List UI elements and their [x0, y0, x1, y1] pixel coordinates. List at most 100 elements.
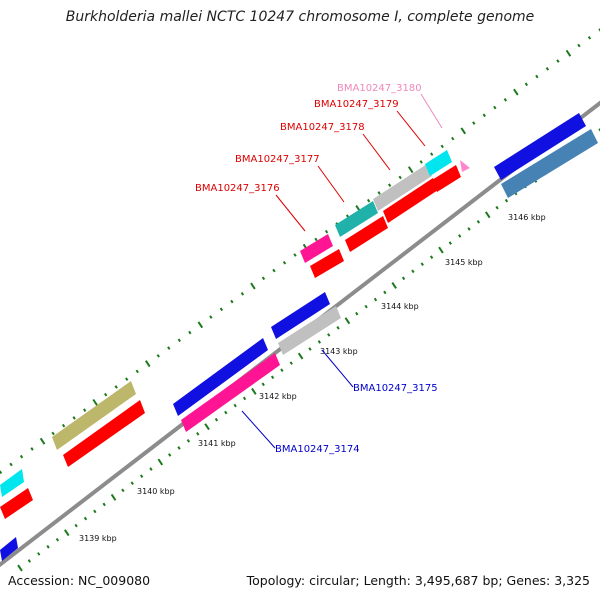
minor-tick — [149, 467, 153, 471]
label-leader-lines — [241, 93, 443, 449]
minor-tick — [324, 229, 329, 234]
tick-label: 3139 kbp — [79, 534, 117, 543]
minor-tick — [308, 347, 312, 351]
gene-label[interactable]: BMA10247_3180 — [337, 83, 422, 94]
minor-tick — [387, 183, 392, 187]
gene-feature-pink[interactable] — [300, 234, 333, 263]
minor-tick — [30, 447, 34, 451]
gene-feature-blue[interactable] — [271, 292, 330, 339]
major-tick — [92, 398, 98, 406]
major-tick — [565, 49, 572, 57]
minor-tick — [272, 268, 276, 273]
major-tick — [157, 458, 164, 466]
minor-tick — [270, 375, 275, 380]
gene-label[interactable]: BMA10247_3175 — [353, 383, 438, 394]
minor-tick — [383, 290, 387, 295]
gene-feature-gray[interactable] — [373, 164, 432, 211]
gene-feature-blue[interactable] — [173, 338, 268, 416]
minor-tick — [336, 326, 340, 330]
minor-tick — [411, 269, 415, 274]
gene-label[interactable]: BMA10247_3178 — [280, 122, 365, 133]
minor-tick — [177, 338, 181, 343]
leader-line — [321, 349, 354, 388]
gene-feature-red[interactable] — [310, 249, 344, 278]
genome-summary: Topology: circular; Length: 3,495,687 bp… — [246, 573, 590, 588]
major-tick — [250, 282, 256, 290]
gene-feature-gray[interactable] — [278, 306, 341, 355]
tick-label: 3143 kbp — [320, 347, 358, 356]
minor-tick — [242, 396, 247, 401]
gene-label[interactable]: BMA10247_3174 — [275, 444, 360, 455]
leader-line — [396, 110, 426, 147]
tick-label: 3144 kbp — [381, 302, 419, 311]
gene-feature-teal[interactable] — [335, 201, 378, 237]
minor-tick — [355, 311, 359, 316]
gene-feature-pink[interactable] — [181, 353, 280, 432]
minor-tick — [130, 481, 134, 486]
minor-tick — [93, 509, 97, 514]
gene-label[interactable]: BMA10247_3177 — [235, 154, 320, 165]
major-tick — [17, 564, 23, 572]
major-tick — [391, 281, 397, 289]
minor-tick — [196, 431, 200, 436]
minor-tick — [104, 392, 108, 397]
gene-feature-red[interactable] — [0, 488, 33, 519]
minor-tick — [458, 234, 462, 238]
gene-feature-blue[interactable] — [0, 537, 18, 561]
gene-feature-red[interactable] — [383, 178, 438, 223]
minor-tick — [219, 307, 224, 312]
minor-tick — [114, 385, 118, 389]
minor-tick — [545, 66, 550, 71]
minor-tick — [587, 35, 592, 40]
minor-tick — [448, 241, 452, 245]
leader-line — [317, 165, 345, 203]
minor-tick — [9, 462, 13, 467]
minor-tick — [524, 82, 529, 87]
minor-tick — [0, 470, 3, 475]
gene-label[interactable]: BMA10247_3179 — [314, 99, 399, 110]
minor-tick — [83, 516, 88, 521]
minor-tick — [139, 474, 144, 478]
minor-tick — [504, 198, 509, 203]
minor-tick — [224, 410, 228, 415]
minor-tick — [398, 175, 402, 180]
outer-tick-ring — [0, 28, 600, 475]
gene-feature-olive[interactable] — [52, 381, 136, 450]
minor-tick — [495, 205, 499, 210]
minor-tick — [240, 291, 245, 296]
minor-tick — [420, 262, 424, 267]
accession-label: Accession: NC_009080 — [8, 573, 151, 588]
gene-label[interactable]: BMA10247_3176 — [195, 183, 280, 194]
minor-tick — [401, 276, 406, 281]
minor-tick — [230, 299, 234, 304]
gene-feature-blue[interactable] — [494, 113, 586, 180]
minor-tick — [598, 28, 600, 32]
minor-tick — [293, 253, 297, 257]
gene-feature-cyan[interactable] — [425, 150, 452, 176]
gene-feature-lightpink[interactable] — [460, 160, 470, 172]
minor-tick — [556, 59, 560, 63]
tick-label: 3141 kbp — [198, 439, 236, 448]
minor-tick — [177, 446, 181, 450]
minor-tick — [419, 160, 423, 164]
minor-tick — [440, 144, 444, 149]
gene-feature-red[interactable] — [63, 400, 145, 467]
minor-tick — [577, 43, 581, 48]
minor-tick — [429, 255, 434, 259]
gene-feature-cyan[interactable] — [0, 469, 24, 497]
minor-tick — [373, 297, 378, 302]
minor-tick — [167, 346, 171, 350]
gene-feature-red[interactable] — [345, 216, 388, 252]
minor-tick — [451, 136, 455, 141]
major-tick — [460, 127, 467, 135]
minor-tick — [37, 552, 41, 556]
gene-feature-red[interactable] — [432, 165, 461, 192]
minor-tick — [482, 113, 486, 118]
major-tick — [64, 529, 70, 537]
gene-features — [0, 113, 598, 561]
gene-feature-steel[interactable] — [501, 129, 598, 198]
minor-tick — [280, 368, 284, 372]
minor-tick — [261, 276, 266, 281]
